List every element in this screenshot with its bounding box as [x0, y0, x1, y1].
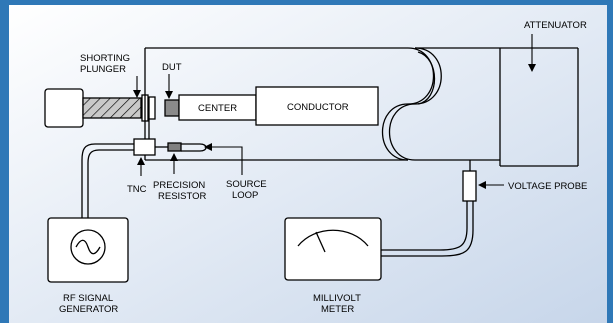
millivolt-meter: [284, 217, 382, 281]
rf-cable-inner: [87, 149, 134, 218]
label-source-loop-1: SOURCE: [226, 179, 267, 190]
meter-scale: [297, 229, 369, 247]
label-tnc: TNC: [127, 184, 147, 195]
curved-outer-top: [417, 51, 436, 105]
shorting-plunger: [82, 97, 142, 119]
label-rf-generator-1: RF SIGNAL: [63, 293, 113, 304]
voltage-probe: [462, 170, 477, 202]
rf-cable-outer: [81, 143, 134, 218]
end-block: [44, 88, 84, 128]
label-source-loop-2: LOOP: [232, 190, 258, 201]
label-precision-resistor-1: PRECISION: [153, 180, 205, 191]
generator-dial: [70, 229, 106, 265]
label-shorting-plunger-1: SHORTING: [80, 53, 130, 64]
label-millivolt-meter-2: METER: [321, 304, 354, 315]
sine-wave-icon: [75, 239, 101, 255]
label-center: CENTER: [198, 103, 237, 114]
label-dut: DUT: [162, 62, 182, 73]
probe-cable-inner: [380, 201, 474, 257]
label-voltage-probe: VOLTAGE PROBE: [508, 181, 587, 192]
center-conductor-right: [255, 86, 379, 126]
meter-needle-icon: [315, 231, 326, 253]
label-attenuator: ATTENUATOR: [524, 20, 587, 31]
curved-transition-inner: [388, 47, 442, 161]
probe-cable-outer: [380, 201, 468, 251]
flange-post: [148, 96, 156, 120]
rf-signal-generator: [47, 217, 129, 283]
label-rf-generator-2: GENERATOR: [59, 304, 118, 315]
label-millivolt-meter-1: MILLIVOLT: [313, 293, 361, 304]
tnc-connector: [133, 138, 156, 156]
diagram-lines: [44, 47, 579, 283]
label-shorting-plunger-2: PLUNGER: [80, 64, 126, 75]
label-precision-resistor-2: RESISTOR: [158, 191, 207, 202]
dut-component: [164, 99, 180, 117]
precision-resistor: [167, 142, 182, 152]
pointer-arrows: [133, 34, 536, 189]
label-conductor: CONDUCTOR: [287, 102, 349, 113]
arrow-source-loop: [204, 143, 243, 175]
